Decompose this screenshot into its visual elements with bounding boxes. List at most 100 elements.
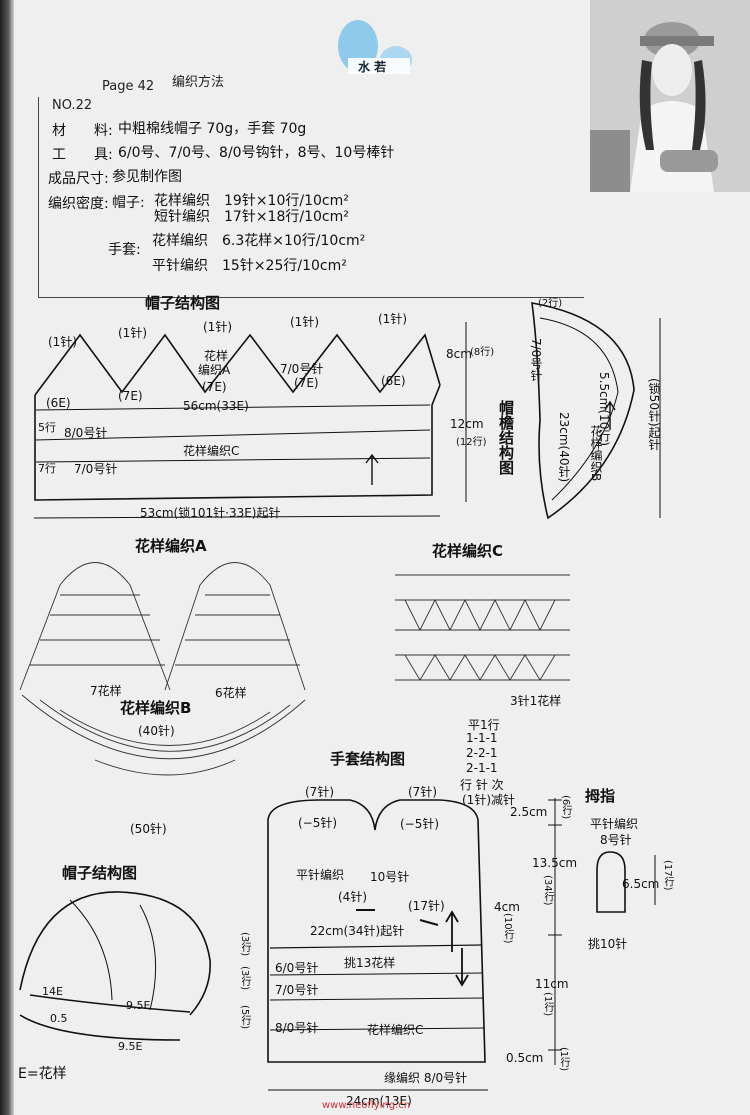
thumb-method: 平针编织	[590, 817, 639, 831]
glove-rows-6: (6行)	[560, 795, 571, 820]
hat-width: 56cm(33E)	[183, 399, 249, 413]
glove-four: (4针)	[338, 890, 367, 904]
thumb-height: 6.5cm	[622, 877, 660, 891]
pattern-a-title: 花样编织A	[135, 537, 207, 555]
peak-2: (1针)	[118, 326, 147, 340]
page-number: Page 42	[102, 79, 155, 94]
e7-1: (7E)	[118, 389, 143, 403]
brim-pattern: 花样编织B	[589, 425, 603, 482]
materials-value: 中粗棉线帽子 70g，手套 70g	[118, 121, 307, 137]
pattern-a-label-2: 编织A	[198, 363, 231, 377]
glove-rows-10: (10行)	[502, 913, 513, 944]
glove-rows-3a: (3行)	[239, 932, 250, 957]
watermark: www.neoflying.cn	[322, 1100, 411, 1111]
e7-2: (7E)	[202, 380, 227, 394]
peak-4: (1针)	[290, 315, 319, 329]
glove-h-11: 11cm	[535, 977, 569, 991]
gauge-glove-stockinette: 平针编织 15针×25行/10cm²	[152, 258, 347, 274]
height-8rows: (8行)	[470, 347, 495, 358]
legend-e: E=花样	[18, 1066, 67, 1082]
glove-minus-right: (−5针)	[400, 817, 440, 831]
glove-cast-on: 22cm(34针)起针	[310, 924, 405, 938]
glove-rows-34: (34行)	[542, 875, 553, 906]
dec-rule-5: 行 针 次	[460, 778, 504, 792]
glove-needle-7: 7/0号针	[275, 983, 319, 997]
pattern-b-bottom: (50针)	[130, 822, 167, 836]
pattern-a-repeat-6: 6花样	[215, 686, 247, 700]
pattern-c-repeat: 3针1花样	[510, 694, 562, 708]
glove-rows-1b: (1行)	[558, 1047, 569, 1072]
dec-rule-3: 2-2-1	[466, 746, 498, 760]
book-spine	[0, 0, 14, 1115]
dec-rule-1: 平1行	[468, 718, 500, 732]
pattern-a-repeat-7: 7花样	[90, 684, 122, 698]
needle-8-label: 8/0号针	[64, 426, 108, 440]
thumb-needle: 8号针	[600, 833, 632, 847]
sketch-95e-b: 9.5E	[118, 1040, 143, 1053]
peak-needle: 7/0号针	[280, 362, 324, 376]
glove-needle-10: 10号针	[370, 870, 410, 884]
peak-3: (1针)	[203, 320, 232, 334]
glove-top-left: (7针)	[305, 785, 334, 799]
size-value: 参见制作图	[112, 169, 182, 185]
tools-label: 工 具:	[52, 147, 113, 163]
e7-3: (7E)	[294, 376, 319, 390]
glove-needle-6: 6/0号针	[275, 961, 319, 975]
height-12rows: (12行)	[456, 437, 487, 448]
thumb-title: 拇指	[585, 787, 616, 805]
gauge-hat-sc: 短针编织 17针×18行/10cm²	[154, 209, 349, 225]
glove-h-05: 0.5cm	[506, 1051, 544, 1065]
gauge-hat-label: 帽子:	[112, 195, 145, 211]
peak-1: (1针)	[48, 335, 77, 349]
glove-rows-5: (5行)	[239, 1005, 250, 1030]
pattern-c-label: 花样编织C	[183, 444, 240, 458]
dec-rule-2: 1-1-1	[466, 731, 498, 745]
brim-height: 5.5cm(10行)	[597, 372, 611, 447]
thumb-rows: (17行)	[662, 860, 673, 891]
glove-edge: 缘编织 8/0号针	[384, 1071, 468, 1085]
glove-top-right: (7针)	[408, 785, 437, 799]
model-photo	[590, 0, 750, 192]
glove-seventeen: (17针)	[408, 899, 445, 913]
rows-5: 5行	[38, 421, 56, 434]
glove-pick-13: 挑13花样	[344, 956, 396, 970]
materials-label: 材 料:	[52, 123, 113, 139]
glove-width: 24cm(13E)	[346, 1094, 412, 1108]
height-12cm: 12cm	[450, 417, 484, 431]
hat-diagram-title: 帽子结构图	[145, 294, 221, 312]
pattern-b-title: 花样编织B	[120, 699, 192, 717]
glove-h-4: 4cm	[494, 900, 520, 914]
brim-title: 帽檐结构图	[497, 400, 515, 475]
pattern-c-title: 花样编织C	[432, 542, 504, 560]
pattern-number: NO.22	[52, 98, 93, 113]
rows-7: 7行	[38, 462, 56, 475]
sketch-14e: 14E	[42, 985, 63, 998]
thumb-pick: 挑10针	[588, 937, 628, 951]
glove-rows-3b: (3行)	[239, 966, 250, 991]
site-logo: 水 若	[336, 14, 422, 82]
brim-chain: (锁50针)起针	[647, 378, 661, 451]
glove-minus-left: (−5针)	[298, 816, 338, 830]
size-label: 成品尺寸:	[48, 171, 109, 187]
tools-value: 6/0号、7/0号、8/0号钩针，8号、10号棒针	[118, 145, 395, 161]
dec-rule-6: (1针)减针	[462, 793, 515, 807]
section-title: 编织方法	[172, 75, 225, 90]
gauge-label: 编织密度:	[48, 196, 109, 212]
glove-title: 手套结构图	[330, 750, 406, 768]
pattern-b-top: (40针)	[138, 724, 175, 738]
height-8cm: 8cm	[446, 347, 472, 361]
glove-h-135: 13.5cm	[532, 856, 578, 870]
sketch-95e-a: 9.5E	[126, 999, 151, 1012]
gauge-glove-pattern: 花样编织 6.3花样×10行/10cm²	[152, 233, 366, 249]
brim-top-rows: (2行)	[538, 298, 563, 309]
hat-sketch-title: 帽子结构图	[62, 864, 138, 882]
glove-rows-1: (1行)	[542, 992, 553, 1017]
materials-box	[38, 97, 584, 298]
dec-rule-4: 2-1-1	[466, 761, 498, 775]
glove-stockinette: 平针编织	[296, 868, 345, 882]
needle-7-label: 7/0号针	[74, 462, 118, 476]
peak-5: (1针)	[378, 312, 407, 326]
brim-length: 23cm(40针)	[557, 412, 571, 483]
logo-text: 水 若	[358, 60, 387, 74]
